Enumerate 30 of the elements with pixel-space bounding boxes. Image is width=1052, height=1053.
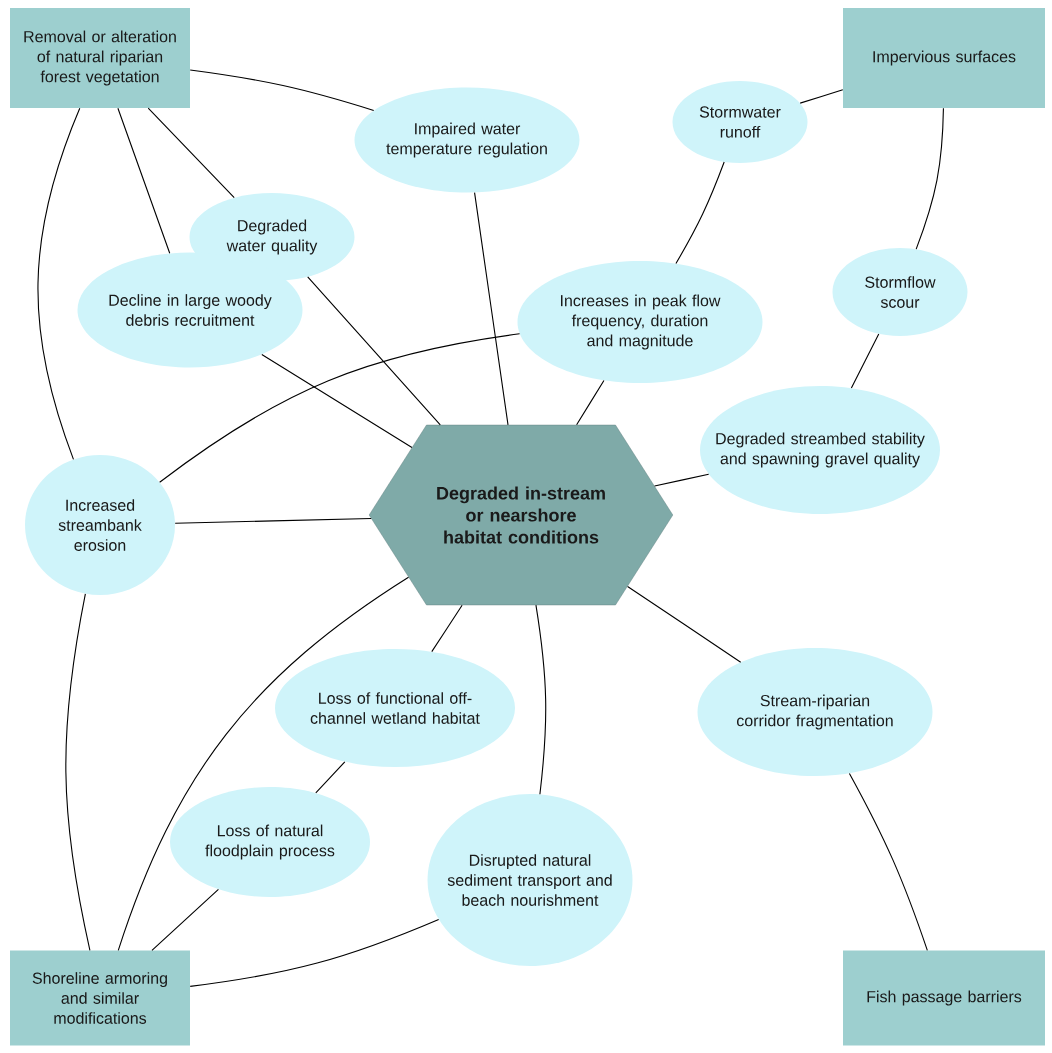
- connector-line: [915, 107, 944, 250]
- connector-line: [576, 379, 605, 426]
- connector-line: [627, 585, 742, 663]
- node-label: Degraded water quality: [226, 219, 318, 255]
- connector-line: [151, 888, 219, 951]
- habitat-hexagon: Degraded in-stream or nearshore habitat conditions: [368, 424, 674, 606]
- connector-line: [315, 761, 346, 794]
- connector-line: [261, 353, 413, 448]
- connector-line: [307, 276, 441, 426]
- connector-line: [37, 107, 81, 460]
- connector-line: [189, 918, 440, 987]
- connector-line: [174, 518, 372, 524]
- cause-box: Shoreline armoring and similar modifications: [10, 950, 190, 1046]
- connector-line: [850, 333, 880, 389]
- connector-line: [159, 333, 521, 483]
- connector-line: [117, 576, 410, 951]
- connector-line: [535, 604, 547, 795]
- cause-box: Impervious surfaces: [843, 8, 1045, 108]
- connector-line: [147, 107, 235, 199]
- connector-line: [474, 192, 509, 426]
- cause-box: Fish passage barriers: [843, 950, 1045, 1046]
- connector-line: [675, 161, 725, 265]
- connector-line: [189, 69, 375, 111]
- connector-line: [117, 107, 171, 254]
- connector-line: [848, 772, 928, 951]
- connector-line: [431, 604, 463, 653]
- connector-line: [799, 89, 844, 104]
- connector-line: [654, 473, 710, 487]
- cause-box: Removal or alteration of natural riparian forest vegetation: [10, 8, 190, 108]
- connector-line: [65, 593, 91, 951]
